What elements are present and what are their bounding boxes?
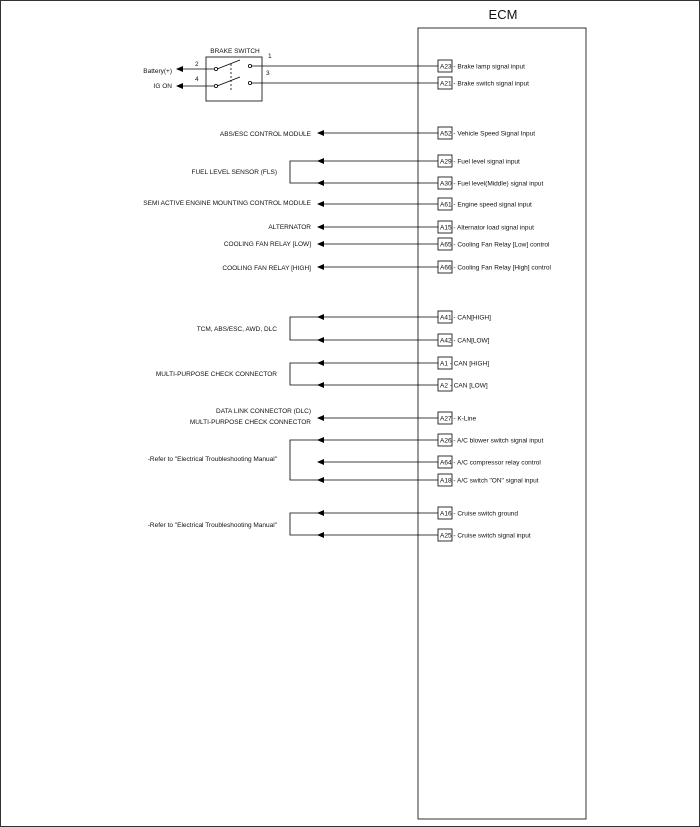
terminal-label: 4 (195, 76, 199, 83)
pin-box (437, 411, 453, 425)
pin-box (437, 260, 453, 274)
component-label: -Refer to "Electrical Troubleshooting Ma… (148, 522, 278, 529)
pin-box (437, 455, 453, 469)
pin-box (437, 154, 453, 168)
pin-label: A18 - A/C switch "ON" signal input (440, 478, 539, 485)
component-label: SEMI ACTIVE ENGINE MOUNTING CONTROL MODU… (143, 200, 311, 207)
terminal-label: 3 (266, 70, 270, 77)
component-label: FUEL LEVEL SENSOR (FLS) (192, 169, 278, 176)
component-label: MULTI-PURPOSE CHECK CONNECTOR (190, 419, 311, 426)
pin-label: A61 - Engine speed signal input (440, 202, 532, 209)
pin-box (437, 59, 453, 73)
pin-box (437, 528, 453, 542)
group-bracket (289, 362, 318, 386)
pin-box (437, 310, 453, 324)
component-label: DATA LINK CONNECTOR (DLC) (216, 408, 311, 415)
brake-switch-box (205, 56, 263, 102)
pin-label: A23 - Brake lamp signal input (440, 64, 525, 71)
pin-label: A66 - Cooling Fan Relay [High] control (440, 265, 551, 272)
component-label: MULTI-PURPOSE CHECK CONNECTOR (156, 371, 277, 378)
group-bracket (289, 316, 318, 341)
pin-box (437, 197, 453, 211)
battery-label: Battery(+) (143, 68, 172, 75)
pin-box (437, 473, 453, 487)
group-bracket (289, 160, 318, 184)
component-label: ALTERNATOR (268, 224, 311, 231)
pin-label: A65 - Cooling Fan Relay [Low] control (440, 242, 550, 249)
brake-switch-blade (216, 59, 241, 70)
pin-label: A21 - Brake switch signal input (440, 81, 529, 88)
pin-box (437, 76, 453, 90)
pin-label: A52 - Vehicle Speed Signal Input (440, 131, 535, 138)
terminal-label: 1 (268, 53, 272, 60)
component-label: ABS/ESC CONTROL MODULE (220, 131, 312, 138)
pin-label: A2 - CAN [LOW] (440, 383, 488, 390)
pin-label: A29 - Fuel level signal input (440, 159, 520, 166)
pin-label: A64 - A/C compressor relay control (440, 460, 541, 467)
brake-switch-title: BRAKE SWITCH (210, 48, 260, 55)
pin-label: A1 - CAN [HIGH] (440, 361, 489, 368)
ecm-title: ECM (489, 7, 518, 22)
pin-box (437, 220, 453, 234)
component-label: -Refer to "Electrical Troubleshooting Ma… (148, 456, 278, 463)
group-bracket (289, 439, 318, 481)
pin-label: A15 - Alternator load signal input (440, 225, 534, 232)
pin-label: A30 - Fuel level(Middle) signal input (440, 181, 544, 188)
pin-box (437, 126, 453, 140)
ecm-module: ECM (417, 7, 587, 820)
component-labels: ABS/ESC CONTROL MODULE FUEL LEVEL SENSOR… (143, 131, 318, 536)
pin-box (437, 433, 453, 447)
brake-switch-blade (216, 76, 241, 87)
pin-box (437, 356, 453, 370)
component-label: TCM, ABS/ESC, AWD, DLC (197, 326, 278, 333)
pin-box (437, 506, 453, 520)
ig-on-label: IG ON (154, 83, 173, 90)
terminal-label: 2 (195, 61, 199, 68)
ecm-box (417, 27, 587, 820)
brake-switch: BRAKE SWITCH 1 2 3 4 Battery(+) IG ON (143, 48, 438, 102)
pin-box (437, 237, 453, 251)
component-label: COOLING FAN RELAY [LOW] (224, 241, 311, 248)
pin-box (437, 176, 453, 190)
pin-label: A27 - K-Line (440, 416, 477, 423)
pin-label: A25 - Cruise switch signal input (440, 533, 531, 540)
component-label: COOLING FAN RELAY [HIGH] (222, 265, 311, 272)
pin-label: A42 - CAN[LOW] (440, 338, 490, 345)
pin-box (437, 333, 453, 347)
group-bracket (289, 512, 318, 536)
pin-label: A26 - A/C blower switch signal input (440, 438, 544, 445)
pin-label: A41 - CAN[HIGH] (440, 315, 491, 322)
pin-box (437, 378, 453, 392)
pin-label: A16 - Cruise switch ground (440, 511, 518, 518)
